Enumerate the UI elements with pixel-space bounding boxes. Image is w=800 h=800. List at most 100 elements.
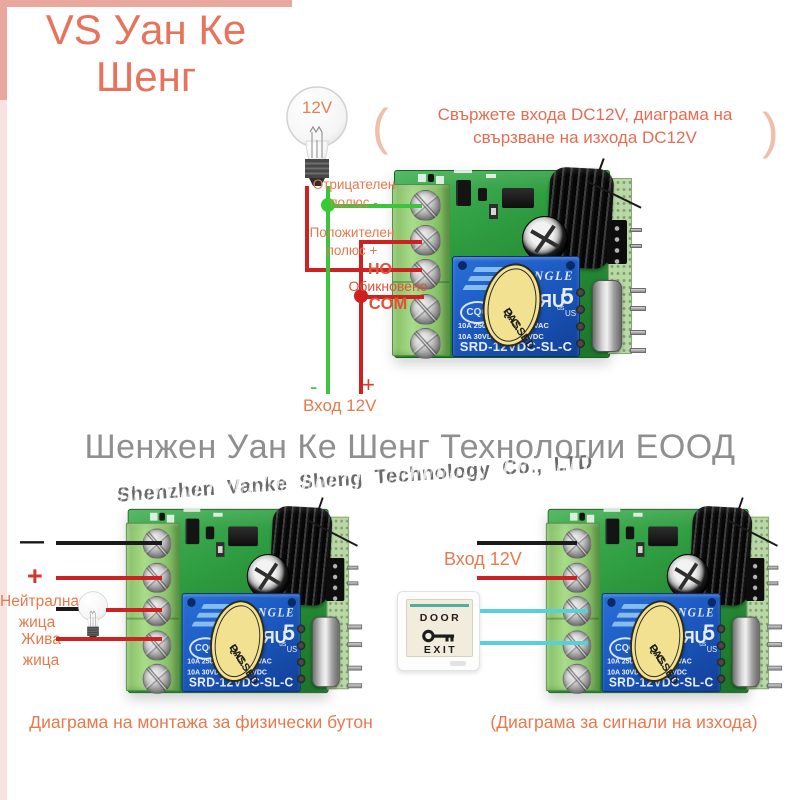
pin-header bbox=[607, 220, 627, 264]
br-caption: (Диаграма за сигнали на изхода) bbox=[490, 712, 758, 732]
receiver-board: SONGLE CQC ЯU us 5 US 10A 250VAC 10A 125… bbox=[124, 497, 371, 699]
label-com-terminal: Обикновено COM bbox=[348, 278, 428, 313]
relay-amp: 5 bbox=[561, 283, 574, 309]
solder-dot bbox=[576, 339, 585, 348]
bl-wire-red-1 bbox=[56, 576, 162, 580]
wire-negative-green bbox=[326, 186, 330, 394]
bl-caption: Диаграма на монтажа за физически бутон bbox=[29, 712, 373, 732]
solder-dot bbox=[296, 657, 306, 667]
wire-plus-red bbox=[359, 242, 363, 394]
solder-dot bbox=[576, 288, 585, 297]
wire-com-red bbox=[361, 295, 424, 299]
relay-model: SRD-12VDC-SL-C bbox=[459, 339, 573, 354]
relay-dot bbox=[187, 598, 196, 607]
connector-pin bbox=[630, 244, 642, 248]
br-label-input: Вход 12V bbox=[444, 549, 522, 569]
relay-amp: 5 bbox=[703, 619, 715, 646]
label-input-12v: Вход 12V bbox=[303, 396, 377, 415]
receiver-board: SONGLE CQC ЯU us 5 US 10A 250VAC 10A 125… bbox=[544, 497, 791, 699]
wire-no-red bbox=[305, 268, 422, 272]
connector-pin bbox=[767, 665, 783, 671]
relay-dot bbox=[287, 598, 297, 607]
ul-mark-sub: us bbox=[699, 641, 707, 649]
terminal-screw bbox=[142, 663, 172, 695]
brand-card bbox=[7, 7, 292, 100]
connector-pin bbox=[630, 228, 642, 232]
solder-dot bbox=[576, 305, 585, 314]
relay-dot bbox=[458, 261, 467, 270]
receiver-board: SONGLE CQC ЯU us 5 US 10A 250VAC 10A 125… bbox=[390, 158, 656, 364]
relay-dot bbox=[707, 598, 717, 607]
bulb-voltage-label: 12V bbox=[301, 98, 333, 117]
board-top: SONGLE CQC ЯU us 5 US 10A 250VAC 10A 125… bbox=[390, 158, 656, 364]
relay: SONGLE CQC ЯU us 5 US 10A 250VAC 10A 125… bbox=[452, 256, 580, 357]
ul-mark: ЯU bbox=[682, 627, 707, 648]
ul-mark-sub: us bbox=[557, 305, 565, 312]
junction-dot-red bbox=[354, 289, 368, 303]
door-exit-button: DOOR EXIT bbox=[397, 591, 480, 671]
wire-positive-red bbox=[359, 240, 422, 244]
bl-wire-black-stub bbox=[56, 607, 79, 611]
exit-label: EXIT bbox=[423, 644, 458, 656]
relay-amp-sub: US bbox=[565, 309, 577, 318]
terminal-screw bbox=[562, 663, 592, 695]
label-plus: + bbox=[362, 372, 375, 397]
solder-dot bbox=[716, 624, 726, 634]
br-wire-cyan-2 bbox=[480, 641, 588, 645]
wire-bulb-red bbox=[305, 186, 309, 272]
br-wire-black bbox=[477, 541, 577, 545]
door-panel-accent bbox=[410, 604, 469, 607]
pin-header bbox=[745, 557, 765, 601]
relay-dot bbox=[566, 261, 575, 270]
solder-dot bbox=[716, 641, 726, 650]
solder-dot bbox=[296, 641, 306, 650]
heading-paren-right: ) bbox=[762, 103, 779, 159]
connector-pin bbox=[347, 624, 363, 630]
company-title: Шенжен Уан Ке Шенг Технологии ЕООД bbox=[84, 428, 736, 466]
connector-pin bbox=[347, 665, 363, 671]
relay: SONGLE CQC ЯU us 5 US 10A 250VAC 10A 125… bbox=[181, 593, 301, 693]
relay-amp-sub: US bbox=[286, 645, 298, 654]
solder-dot bbox=[716, 657, 726, 667]
relay-model: SRD-12VDC-SL-C bbox=[188, 674, 294, 690]
connector-pin bbox=[630, 330, 646, 335]
door-exit-panel: DOOR EXIT bbox=[406, 599, 473, 657]
light-bulb-icon bbox=[282, 80, 352, 188]
bl-wire-red-3 bbox=[56, 637, 162, 641]
connector-pin bbox=[347, 581, 359, 586]
bl-label-minus: — bbox=[20, 528, 44, 555]
top-heading: Свържете входа DC12V, диаграма на свързв… bbox=[437, 105, 733, 147]
connector-pin bbox=[767, 624, 783, 630]
door-brand-mark bbox=[450, 661, 466, 666]
connector-pin bbox=[767, 642, 783, 648]
connector-pin bbox=[347, 642, 363, 648]
solder-dot bbox=[296, 624, 306, 634]
crystal-oscillator bbox=[592, 280, 622, 352]
page-edge-accent bbox=[0, 0, 7, 800]
terminal-screw bbox=[142, 630, 172, 661]
door-label: DOOR bbox=[419, 612, 462, 624]
ul-mark-sub: us bbox=[279, 641, 287, 649]
solder-dot bbox=[296, 674, 306, 684]
connector-pin bbox=[767, 683, 783, 689]
solder-dot bbox=[576, 322, 585, 331]
label-no-terminal: НО bbox=[368, 261, 392, 278]
terminal-screw bbox=[410, 328, 441, 359]
bl-wire-red-2 bbox=[106, 608, 162, 612]
label-minus: - bbox=[310, 374, 318, 399]
terminal-screw bbox=[410, 259, 441, 290]
br-wire-red bbox=[477, 576, 577, 580]
brand-title: VS Уан Ке Шенг bbox=[45, 6, 247, 101]
connector-pin bbox=[767, 565, 779, 570]
connector-pin bbox=[630, 288, 646, 293]
heading-paren-left: ( bbox=[372, 99, 389, 155]
terminal-screw bbox=[410, 294, 441, 325]
electrolytic-capacitor bbox=[522, 216, 568, 262]
relay-amp: 5 bbox=[283, 619, 295, 646]
board-bottom-left: SONGLE CQC ЯU us 5 US 10A 250VAC 10A 125… bbox=[124, 497, 371, 699]
crystal-oscillator bbox=[731, 616, 760, 688]
